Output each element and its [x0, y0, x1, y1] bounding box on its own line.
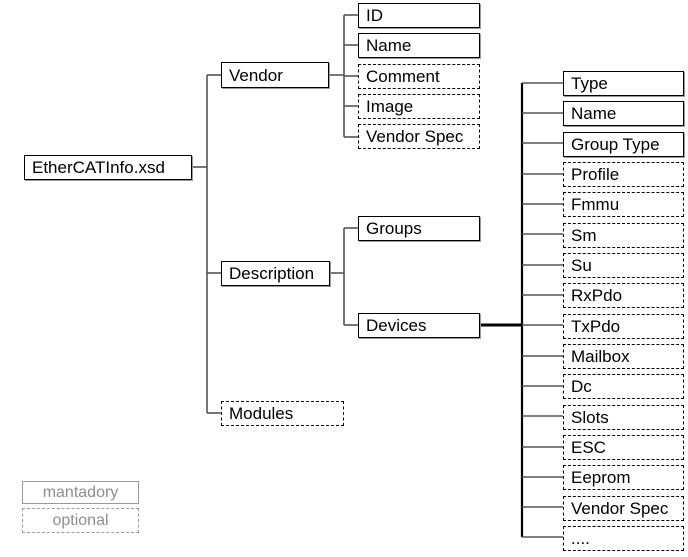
node-label: Type — [571, 74, 608, 93]
node-label: ESC — [571, 438, 606, 457]
node-label: TxPdo — [571, 317, 621, 336]
legend-optional: optional — [22, 508, 139, 533]
node-vendor[interactable]: Vendor — [221, 62, 329, 88]
legend-label: optional — [52, 511, 109, 529]
node-label: Groups — [366, 219, 422, 238]
node-devices[interactable]: Devices — [358, 313, 480, 338]
node-label: Vendor Spec — [571, 499, 669, 518]
node-vendor-comment[interactable]: Comment — [358, 64, 480, 89]
node-label: Sm — [571, 226, 597, 245]
node-label: Vendor Spec — [366, 127, 464, 146]
node-label: .... — [571, 529, 590, 548]
node-label: EtherCATInfo.xsd — [32, 158, 165, 177]
node-device-dc[interactable]: Dc — [563, 374, 684, 399]
node-label: Modules — [229, 404, 294, 423]
node-label: Profile — [571, 165, 620, 184]
node-vendor-vendor-spec[interactable]: Vendor Spec — [358, 124, 480, 149]
node-device-fmmu[interactable]: Fmmu — [563, 192, 684, 217]
node-label: Image — [366, 97, 414, 116]
node-vendor-id[interactable]: ID — [358, 3, 480, 28]
node-label: Comment — [366, 67, 440, 86]
node-device-group-type[interactable]: Group Type — [563, 132, 684, 157]
node-device-type[interactable]: Type — [563, 71, 684, 96]
node-label: Slots — [571, 408, 609, 427]
node-label: Su — [571, 256, 592, 275]
node-device-slots[interactable]: Slots — [563, 405, 684, 430]
node-device-vendor-spec[interactable]: Vendor Spec — [563, 496, 684, 521]
legend-mandatory: mantadory — [22, 481, 139, 504]
node-device-name[interactable]: Name — [563, 101, 684, 126]
node-device-esc[interactable]: ESC — [563, 435, 684, 460]
node-device-rxpdo[interactable]: RxPdo — [563, 283, 684, 308]
node-label: Eeprom — [571, 468, 631, 487]
node-label: Vendor — [229, 65, 283, 85]
node-label: Dc — [571, 377, 592, 396]
node-device-mailbox[interactable]: Mailbox — [563, 344, 684, 369]
node-device-txpdo[interactable]: TxPdo — [563, 314, 684, 339]
node-device-su[interactable]: Su — [563, 253, 684, 278]
node-description[interactable]: Description — [221, 261, 330, 286]
node-label: Group Type — [571, 135, 660, 154]
node-label: Name — [366, 36, 412, 55]
node-device-sm[interactable]: Sm — [563, 223, 684, 248]
node-label: RxPdo — [571, 286, 623, 305]
node-label: Name — [571, 104, 617, 123]
node-root[interactable]: EtherCATInfo.xsd — [24, 155, 192, 180]
node-modules[interactable]: Modules — [221, 401, 344, 426]
node-device-eeprom[interactable]: Eeprom — [563, 465, 684, 490]
node-label: Description — [229, 264, 315, 283]
legend-label: mantadory — [42, 483, 119, 501]
node-vendor-name[interactable]: Name — [358, 33, 480, 58]
node-label: Mailbox — [571, 347, 630, 366]
node-label: ID — [366, 6, 383, 25]
node-device-more[interactable]: .... — [563, 526, 684, 551]
node-vendor-image[interactable]: Image — [358, 94, 480, 119]
node-label: Devices — [366, 316, 427, 335]
node-groups[interactable]: Groups — [358, 216, 480, 241]
node-device-profile[interactable]: Profile — [563, 162, 684, 187]
node-label: Fmmu — [571, 195, 620, 214]
